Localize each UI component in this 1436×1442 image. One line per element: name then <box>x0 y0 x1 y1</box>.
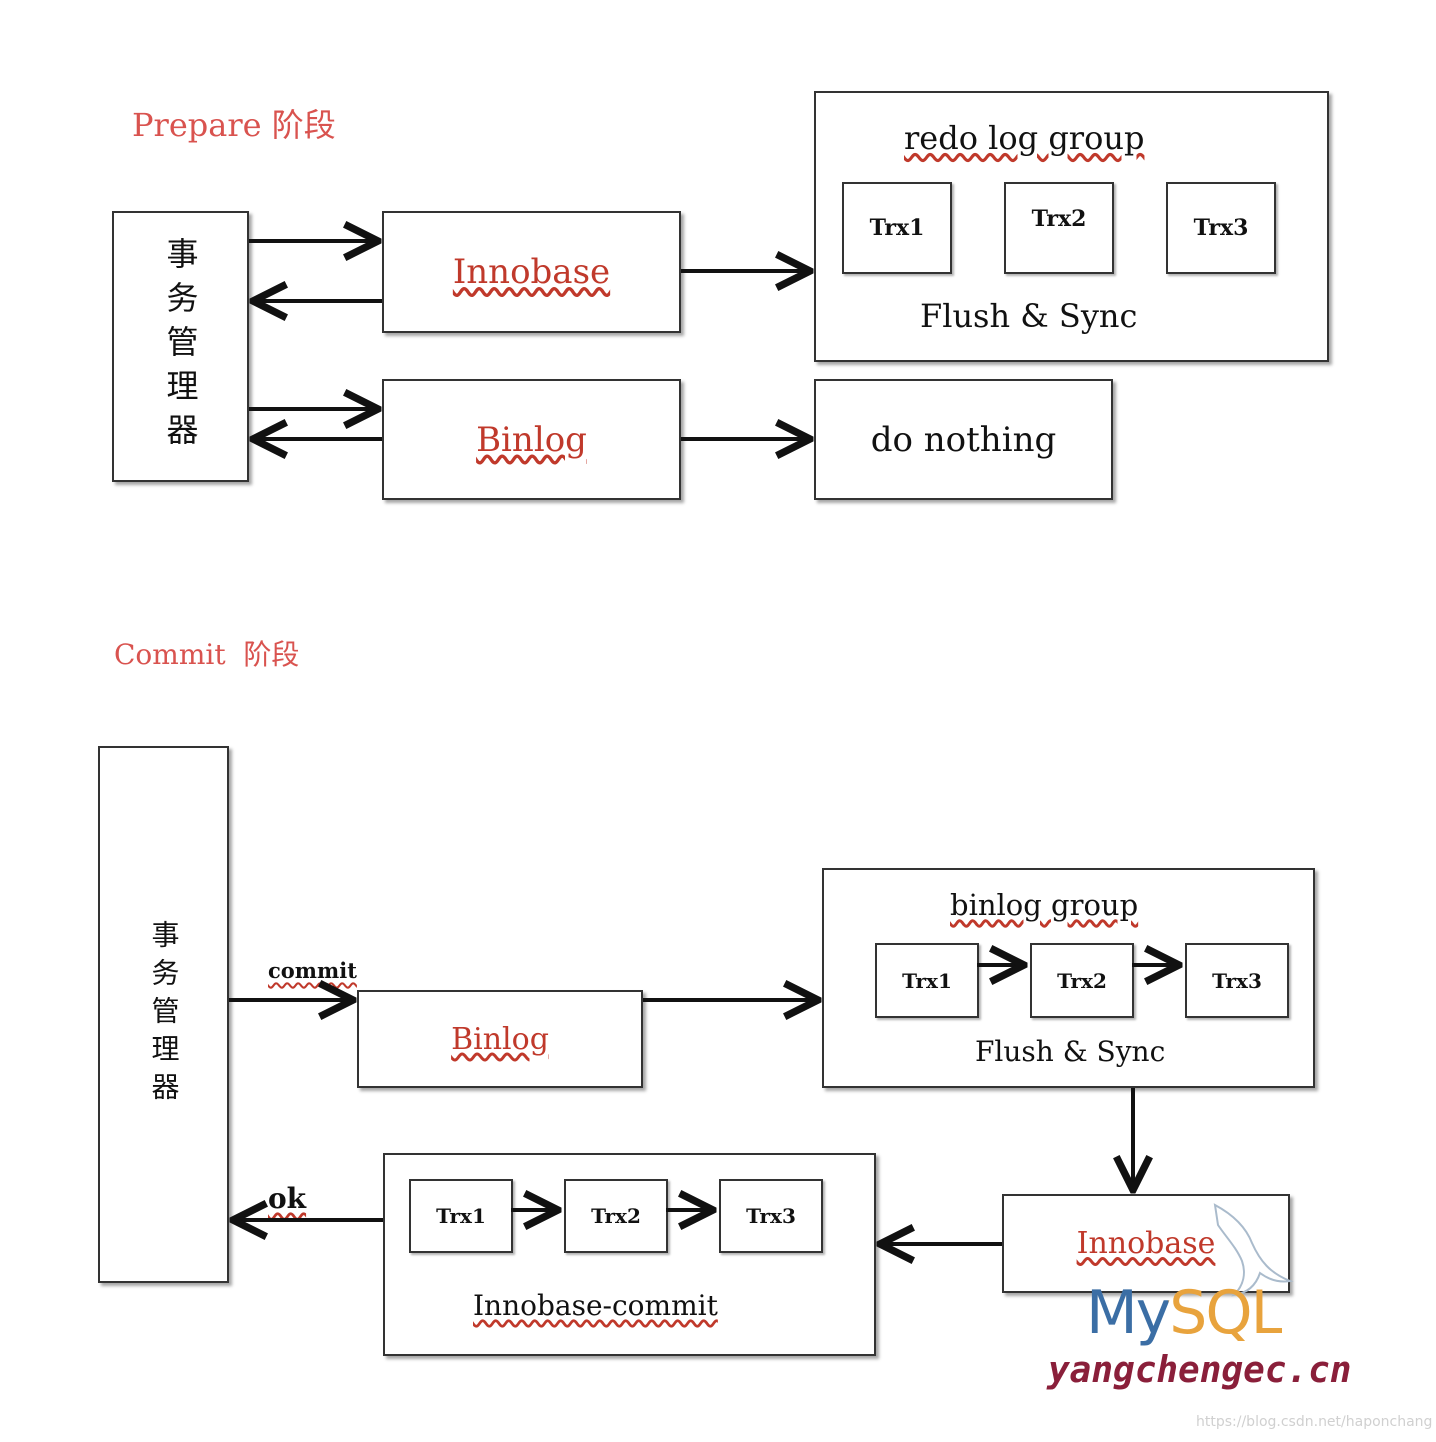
redo-log-group-title-text: redo log group <box>904 119 1145 157</box>
innobase-commit-label: Innobase-commit <box>473 1289 718 1322</box>
commit-heading: Commit 阶段 <box>114 638 300 671</box>
innobase-commit-label-text: Innobase-commit <box>473 1289 718 1322</box>
do-nothing-label: do nothing <box>870 419 1057 460</box>
redo-trx1-label: Trx1 <box>869 215 925 241</box>
commit-transaction-manager-box: 事务管理器 <box>98 746 229 1283</box>
ok-label: ok <box>268 1182 306 1215</box>
innocommit-trx1-label: Trx1 <box>436 1204 486 1228</box>
redo-log-group-box: redo log group Trx1 Trx2 Trx3 Flush & Sy… <box>814 91 1329 362</box>
binlog-group-box: binlog group Trx1 Trx2 Trx3 Flush & Sync <box>822 868 1315 1088</box>
innobase-commit-box: Trx1 Trx2 Trx3 Innobase-commit <box>383 1153 876 1356</box>
binlog-trx3: Trx3 <box>1185 943 1289 1018</box>
prepare-innobase-box: Innobase <box>382 211 681 333</box>
csdn-url-watermark: https://blog.csdn.net/haponchang <box>1196 1414 1433 1430</box>
commit-binlog-label: Binlog <box>451 1021 549 1057</box>
dolphin-icon <box>1213 1203 1294 1297</box>
mysql-logo: MySQL <box>1086 1278 1284 1348</box>
do-nothing-box: do nothing <box>814 379 1113 500</box>
prepare-binlog-box: Binlog <box>382 379 681 500</box>
prepare-innobase-label: Innobase <box>452 252 611 292</box>
innocommit-trx2: Trx2 <box>564 1179 668 1253</box>
binlog-trx2-label: Trx2 <box>1057 968 1107 993</box>
binlog-trx2: Trx2 <box>1030 943 1134 1018</box>
redo-trx1: Trx1 <box>842 182 952 274</box>
binlog-trx1: Trx1 <box>875 943 979 1018</box>
innocommit-trx2-label: Trx2 <box>591 1204 641 1228</box>
redo-trx3: Trx3 <box>1166 182 1276 274</box>
binlog-group-title-text: binlog group <box>950 888 1139 922</box>
redo-log-group-title: redo log group <box>904 119 1144 157</box>
mysql-logo-text: MySQL <box>1086 1278 1284 1348</box>
binlog-trx3-label: Trx3 <box>1212 968 1262 993</box>
innocommit-trx3-label: Trx3 <box>746 1204 796 1228</box>
innocommit-trx1: Trx1 <box>409 1179 513 1253</box>
prepare-transaction-manager-box: 事务管理器 <box>112 211 249 482</box>
commit-transaction-manager-label: 事务管理器 <box>147 919 181 1110</box>
commit-arrow-label-text: commit <box>268 958 357 983</box>
binlog-group-title: binlog group <box>950 888 1138 922</box>
binlog-trx1-label: Trx1 <box>902 968 952 993</box>
redo-flush-sync-label: Flush & Sync <box>920 297 1138 335</box>
commit-innobase-label: Innobase <box>1076 1226 1216 1261</box>
site-watermark: yangchengec.cn <box>1048 1350 1352 1391</box>
prepare-transaction-manager-label: 事务管理器 <box>161 236 200 457</box>
binlog-flush-sync-label: Flush & Sync <box>975 1035 1166 1068</box>
redo-trx2-label: Trx2 <box>1031 206 1087 232</box>
commit-binlog-box: Binlog <box>357 990 643 1088</box>
innocommit-trx3: Trx3 <box>719 1179 823 1253</box>
redo-trx3-label: Trx3 <box>1193 215 1249 241</box>
commit-innobase-box: Innobase <box>1002 1194 1290 1293</box>
commit-arrow-label: commit <box>268 958 357 983</box>
prepare-binlog-label: Binlog <box>476 419 587 460</box>
prepare-heading: Prepare 阶段 <box>132 106 336 144</box>
redo-trx2: Trx2 <box>1004 182 1114 274</box>
ok-label-text: ok <box>268 1182 307 1215</box>
